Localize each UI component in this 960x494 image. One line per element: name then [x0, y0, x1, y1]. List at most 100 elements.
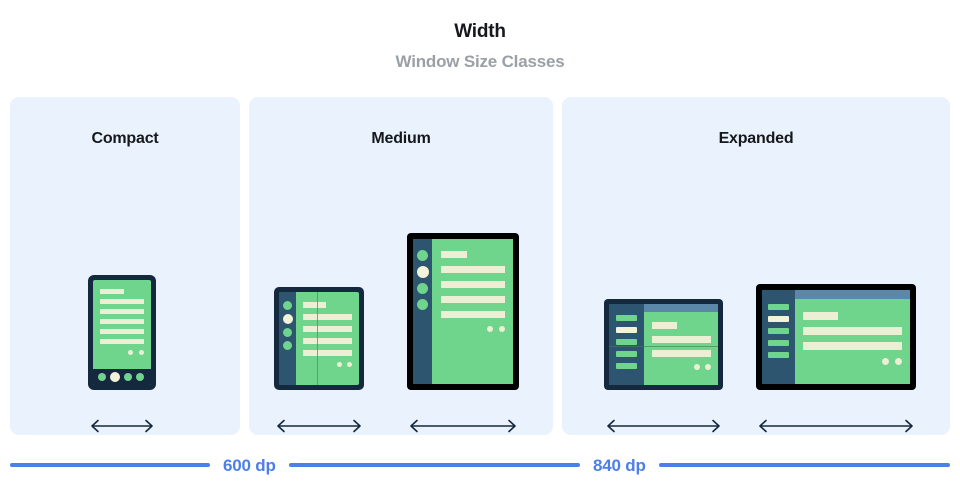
rail-item[interactable] — [768, 340, 789, 346]
content-line — [441, 266, 505, 273]
content-line — [303, 326, 352, 332]
content-dot — [499, 326, 505, 332]
foldable-unfolded-screen — [609, 304, 718, 385]
device-phone — [88, 275, 156, 390]
foldable-unfolded-bezel — [604, 299, 723, 390]
rail-item[interactable] — [283, 301, 292, 310]
panel-medium: Medium — [249, 97, 553, 435]
content-line — [100, 329, 144, 334]
content-dot — [694, 364, 700, 370]
content-dot — [882, 358, 889, 365]
device-group-compact — [10, 167, 240, 435]
nav-rail — [762, 290, 795, 384]
content-dot — [347, 362, 352, 367]
rail-item[interactable] — [417, 283, 428, 294]
width-arrow — [407, 417, 519, 435]
size-class-panels: Compact — [10, 97, 950, 435]
panel-title-compact: Compact — [91, 130, 159, 147]
tablet-portrait-bezel — [407, 233, 519, 390]
panel-title-expanded: Expanded — [718, 130, 794, 147]
rail-item-active[interactable] — [616, 327, 637, 333]
tablet-portrait-screen — [413, 239, 513, 384]
rail-item[interactable] — [616, 363, 637, 369]
rail-item[interactable] — [417, 250, 428, 261]
content-line — [100, 309, 144, 314]
app-top-bar — [795, 290, 910, 299]
panel-expanded: Expanded — [562, 97, 950, 435]
nav-item[interactable] — [136, 373, 144, 381]
breakpoint-600dp: 600 dp — [223, 455, 276, 475]
scale-segment — [10, 463, 210, 467]
content-line — [303, 314, 352, 320]
width-arrow — [88, 417, 156, 435]
content-line — [100, 319, 144, 324]
foldable-screen — [279, 292, 359, 385]
content-line — [803, 342, 902, 350]
phone-screen — [93, 280, 151, 385]
content-line — [652, 336, 711, 343]
nav-rail — [413, 239, 432, 384]
content-line — [100, 339, 144, 344]
content-line — [100, 299, 144, 304]
device-foldable-unfolded — [604, 299, 723, 390]
rail-item[interactable] — [283, 341, 292, 350]
page-subtitle: Window Size Classes — [395, 51, 565, 71]
breakpoint-scale: 600 dp 840 dp — [10, 454, 950, 476]
scale-segment — [288, 463, 580, 467]
panel-title-medium: Medium — [371, 130, 431, 147]
content-line — [441, 296, 505, 303]
nav-item[interactable] — [124, 373, 132, 381]
rail-item[interactable] — [616, 339, 637, 345]
rail-item[interactable] — [283, 328, 292, 337]
rail-item-active[interactable] — [416, 266, 429, 278]
rail-item[interactable] — [417, 299, 428, 310]
device-tablet-portrait — [407, 233, 519, 390]
width-arrow — [756, 417, 916, 435]
content-dot — [487, 326, 493, 332]
nav-item-active[interactable] — [110, 372, 120, 382]
content-line — [303, 338, 352, 344]
device-group-medium — [249, 167, 553, 435]
content-dot — [895, 358, 902, 365]
nav-item[interactable] — [98, 373, 106, 381]
content-line — [803, 312, 838, 320]
content-line — [441, 251, 467, 258]
page-title: Width — [454, 21, 506, 42]
fold-crease — [609, 346, 718, 347]
rail-item[interactable] — [768, 304, 789, 310]
fold-crease — [317, 292, 318, 385]
content-dot — [139, 350, 144, 355]
scale-segment — [658, 463, 950, 467]
content-dot — [128, 350, 133, 355]
rail-item[interactable] — [768, 352, 789, 358]
nav-rail — [609, 304, 644, 385]
breakpoint-840dp: 840 dp — [593, 455, 646, 475]
content-line — [441, 281, 505, 288]
rail-item[interactable] — [616, 351, 637, 357]
rail-item[interactable] — [768, 328, 789, 334]
phone-bottom-nav — [93, 369, 151, 385]
panel-compact: Compact — [10, 97, 240, 435]
content-line — [803, 327, 902, 335]
content-dot — [337, 362, 342, 367]
content-dot — [705, 364, 711, 370]
device-foldable-portrait — [274, 287, 364, 390]
app-top-bar — [644, 304, 718, 312]
tablet-landscape-bezel — [756, 284, 916, 390]
rail-item-active[interactable] — [768, 316, 789, 322]
header: Width Window Size Classes — [0, 0, 960, 72]
content-line — [100, 289, 124, 294]
content-line — [303, 350, 352, 356]
content-line — [652, 322, 677, 329]
phone-bezel — [88, 275, 156, 390]
foldable-bezel — [274, 287, 364, 390]
nav-rail — [279, 292, 296, 385]
rail-item[interactable] — [616, 315, 637, 321]
width-arrow — [604, 417, 723, 435]
content-line — [303, 302, 326, 308]
device-group-expanded — [562, 167, 950, 435]
tablet-landscape-screen — [762, 290, 910, 384]
rail-item-active[interactable] — [282, 314, 293, 324]
device-tablet-landscape — [756, 284, 916, 390]
content-line — [441, 311, 505, 318]
